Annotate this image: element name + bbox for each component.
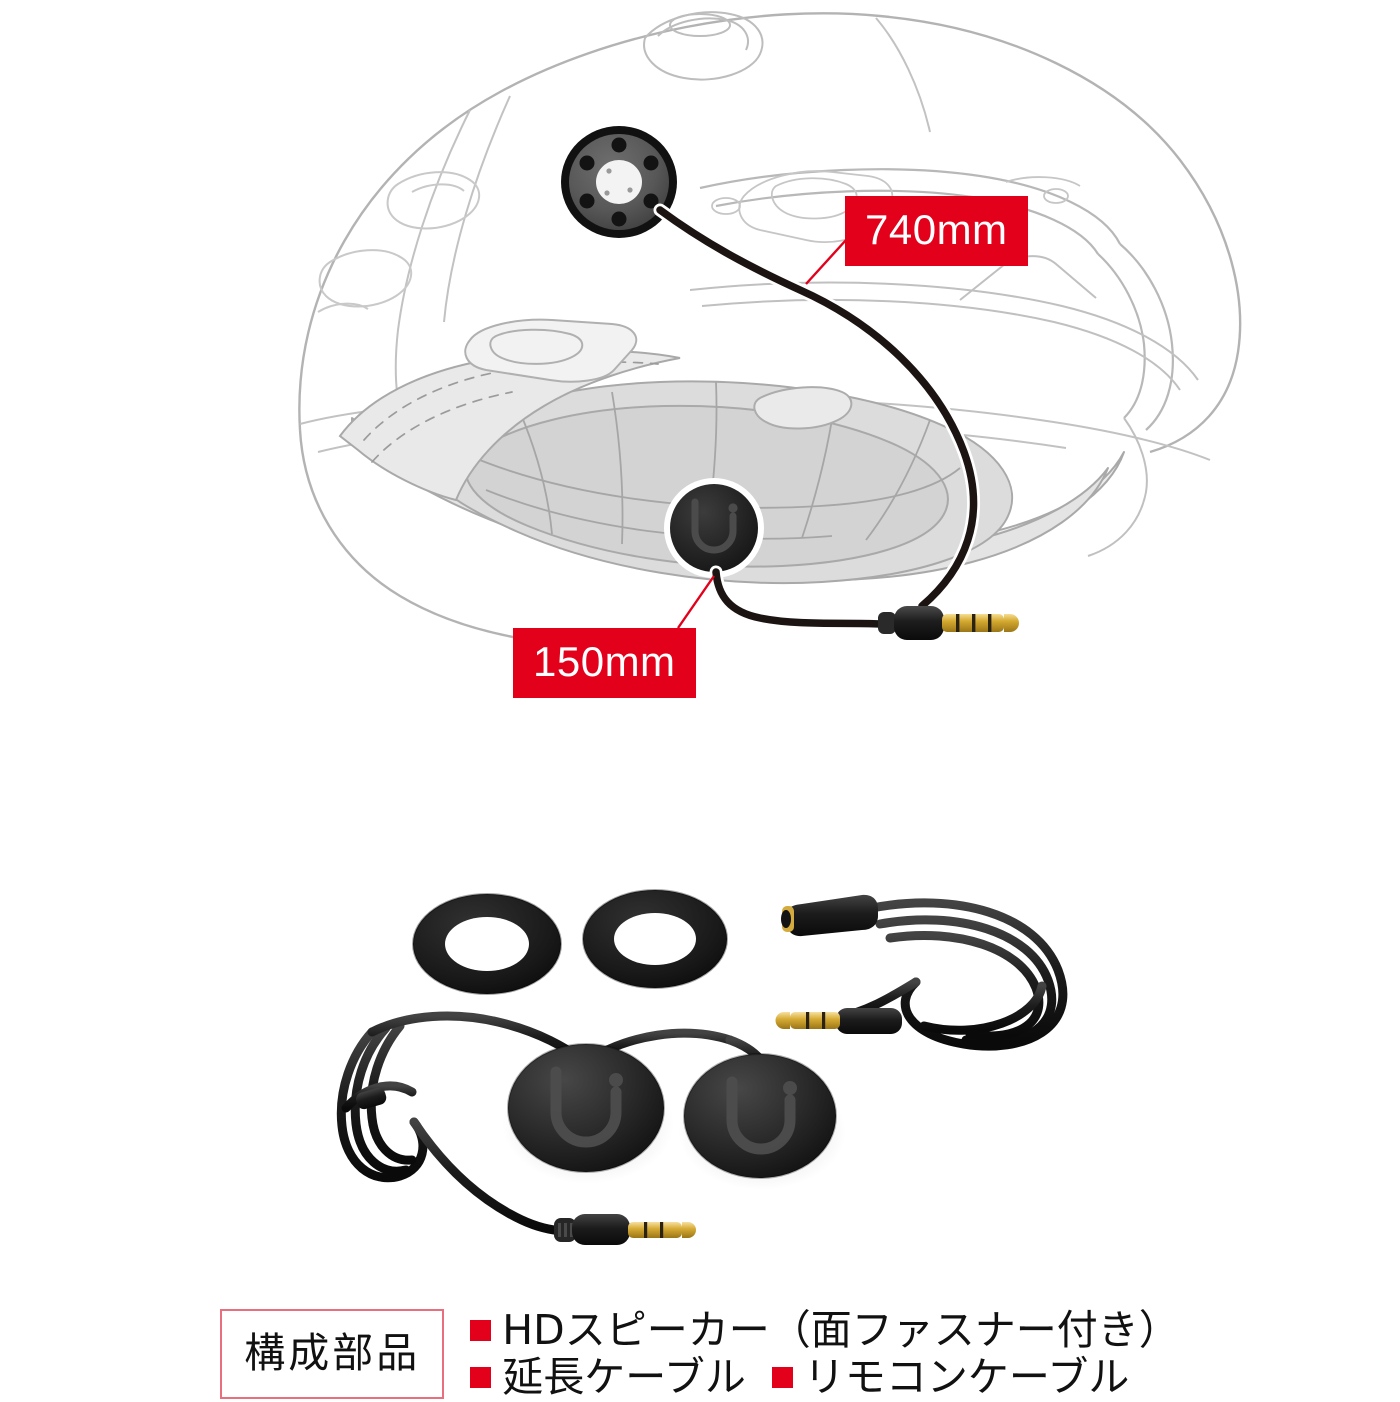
- hd-speaker-installed-icon: [664, 478, 764, 578]
- extension-female-jack: [781, 894, 878, 937]
- components-list: HDスピーカー（面ファスナー付き） 延長ケーブル リモコンケーブル: [470, 1305, 1180, 1401]
- component-line-1: HDスピーカー（面ファスナー付き）: [470, 1305, 1180, 1354]
- component-item-remote-cable: リモコンケーブル: [771, 1353, 1130, 1401]
- velcro-ring-left: [412, 893, 562, 995]
- hd-speaker-right: [678, 1053, 846, 1190]
- audio-plug-4pole-icon: [878, 606, 1019, 640]
- bullet-square-icon: [470, 1319, 492, 1341]
- callout-740mm: 740mm: [845, 196, 1028, 266]
- leader-line-740: [805, 239, 847, 285]
- component-label-extension-cable: 延長ケーブル: [502, 1353, 746, 1401]
- component-item-extension-cable: 延長ケーブル: [470, 1353, 746, 1401]
- helmet-liner-tab: [753, 386, 853, 430]
- velcro-ring-right: [582, 889, 728, 989]
- helmet-installation-diagram: [298, 11, 1242, 649]
- helmet-side-vent: [317, 171, 480, 313]
- extension-cable: [775, 894, 1068, 1051]
- leader-line-150: [677, 575, 715, 629]
- velcro-disc-icon: [561, 126, 677, 238]
- helmet-neck-roll: [338, 349, 681, 502]
- extension-male-plug: [775, 1008, 902, 1034]
- helmet-visor-rim: [699, 168, 1174, 431]
- components-caption: 構成部品 HDスピーカー（面ファスナー付き） 延長ケーブル リモコンケ: [0, 1306, 1400, 1402]
- component-line-2: 延長ケーブル リモコンケーブル: [470, 1353, 1179, 1401]
- helmet-stitch-dashes: [363, 361, 659, 463]
- component-item-hd-speaker: HDスピーカー（面ファスナー付き）: [470, 1305, 1180, 1354]
- component-label-hd-speaker: HDスピーカー（面ファスナー付き）: [502, 1305, 1180, 1354]
- helmet-chinstrap-loop: [464, 318, 638, 383]
- callout-150mm: 150mm: [513, 628, 696, 698]
- components-photo: [0, 840, 1400, 1280]
- helmet-top-vent: [643, 11, 764, 81]
- bullet-square-icon: [470, 1367, 492, 1389]
- remote-cable-plug: [554, 1214, 696, 1245]
- hd-speaker-left: [502, 1043, 674, 1184]
- component-label-remote-cable: リモコンケーブル: [803, 1353, 1130, 1401]
- cable-tie: [356, 1087, 387, 1110]
- components-badge: 構成部品: [220, 1308, 445, 1400]
- bullet-square-icon: [771, 1367, 793, 1389]
